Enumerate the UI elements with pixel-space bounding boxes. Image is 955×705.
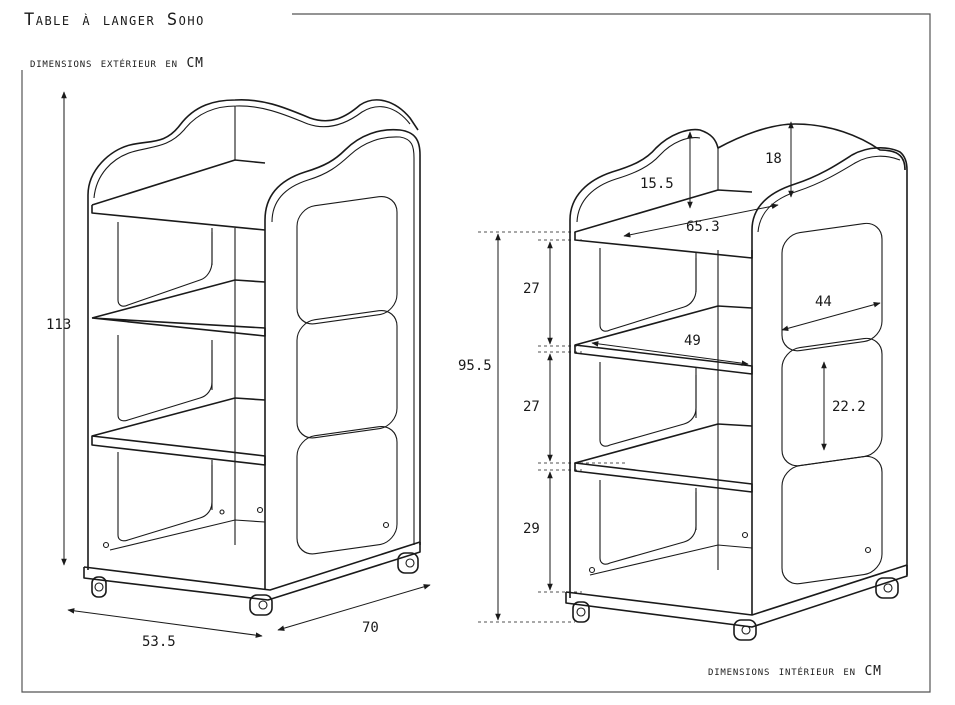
exterior-caption: dimensions extérieur en CM bbox=[30, 56, 204, 71]
caster-wheel bbox=[91, 576, 107, 598]
page-title: Table à langer Soho bbox=[24, 10, 205, 30]
interior-total-height-label: 95.5 bbox=[458, 358, 492, 374]
interior-gap-bottom-label: 29 bbox=[523, 521, 540, 537]
interior-gap-top-label: 27 bbox=[523, 281, 540, 297]
exterior-width-label: 53.5 bbox=[142, 634, 176, 650]
opening-width-label: 44 bbox=[815, 294, 832, 310]
back-panel-height-label: 15.5 bbox=[640, 176, 674, 192]
exterior-dimensions bbox=[61, 91, 431, 638]
caster-wheel bbox=[733, 619, 757, 641]
exterior-cabinet-drawing bbox=[83, 99, 421, 616]
exterior-depth-label: 70 bbox=[362, 620, 379, 636]
caster-wheel bbox=[875, 577, 899, 599]
interior-dimensions bbox=[478, 121, 881, 623]
interior-caption: dimensions intérieur en CM bbox=[708, 664, 882, 679]
opening-height-label: 22.2 bbox=[832, 399, 866, 415]
interior-cabinet-drawing bbox=[565, 123, 908, 641]
top-depth-label: 65.3 bbox=[686, 219, 720, 235]
exterior-height-label: 113 bbox=[46, 317, 71, 333]
shelf-depth-label: 49 bbox=[684, 333, 701, 349]
caster-wheel bbox=[572, 601, 590, 623]
caster-wheel bbox=[397, 552, 419, 574]
interior-gap-middle-label: 27 bbox=[523, 399, 540, 415]
drawing-frame bbox=[21, 13, 931, 693]
side-panel-height-label: 18 bbox=[765, 151, 782, 167]
